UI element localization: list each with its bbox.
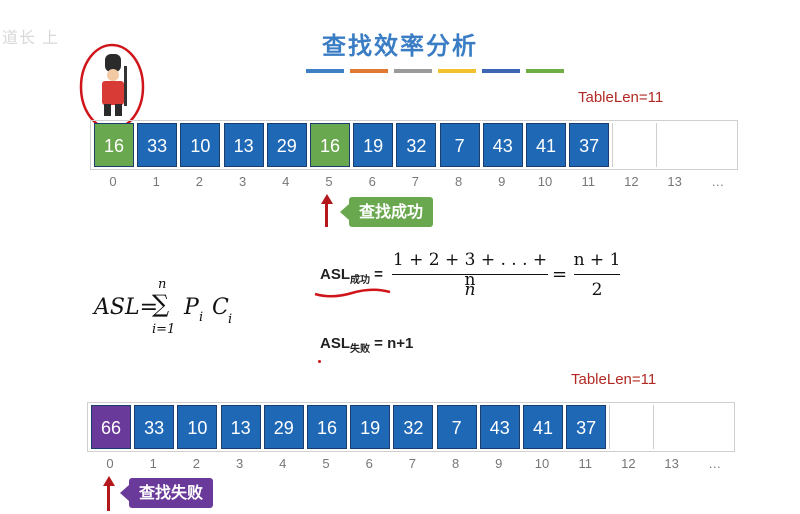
table-cell: 7	[439, 123, 480, 167]
table-cell: 10	[177, 405, 218, 449]
index-label: 7	[411, 174, 419, 189]
asl-success-formula: ASL成功 = 1 + 2 + 3 + . . . + n n = n + 1 …	[320, 250, 621, 300]
table-cell: 13	[223, 123, 264, 167]
index-label: 13	[664, 456, 679, 471]
watermark: 道长 上	[2, 28, 60, 47]
table-cell: 37	[566, 405, 607, 449]
table-cell: 43	[479, 405, 520, 449]
asl-general-formula: ASL= n ∑ i=1 P i C i	[94, 277, 233, 337]
table-cell: 13	[220, 405, 261, 449]
table-cell: 19	[350, 405, 391, 449]
index-label: 12	[621, 456, 636, 471]
table-cell: 37	[569, 123, 610, 167]
table-cell: 32	[396, 123, 437, 167]
index-label: 4	[279, 456, 287, 471]
table-cell: 16	[310, 123, 350, 167]
index-label: 3	[238, 174, 247, 189]
index-label: 6	[365, 456, 373, 471]
index-label: 11	[578, 456, 592, 471]
table-cell: 41	[523, 405, 563, 449]
fail-arrow-stem	[107, 485, 110, 511]
fail-arrow-head	[103, 476, 115, 486]
success-tag: 查找成功	[339, 197, 434, 227]
table-cell: 16	[307, 405, 347, 449]
index-label: 9	[495, 456, 503, 471]
empty-cell	[655, 123, 696, 167]
table-cell: 10	[180, 123, 221, 167]
table-cell: 19	[353, 123, 394, 167]
index-label: 10	[537, 174, 553, 189]
table-cell: 33	[134, 405, 175, 449]
page-title: 查找效率分析	[322, 32, 478, 60]
table-cell: 43	[482, 123, 523, 167]
index-label: 10	[534, 456, 550, 471]
index-label: 0	[106, 456, 114, 471]
color-bar-6	[526, 69, 564, 73]
color-bar-2	[350, 69, 388, 73]
success-arrow-stem	[325, 203, 328, 227]
table-cell: 16	[94, 123, 134, 167]
color-bar-5	[482, 69, 520, 73]
index-label: 7	[408, 456, 416, 471]
table-cell: 29	[266, 123, 307, 167]
index-label: …	[711, 174, 725, 189]
color-bar-4	[438, 69, 476, 73]
index-label: 1	[152, 174, 160, 189]
success-arrow-head	[321, 194, 333, 204]
asl-success-label: ASL成功 =	[320, 266, 383, 286]
guard-icon	[79, 43, 145, 131]
color-bar-1	[306, 69, 344, 73]
empty-cell	[612, 123, 652, 167]
index-label: 1	[149, 456, 157, 471]
table-cell: 33	[137, 123, 178, 167]
table-cell: 7	[436, 405, 477, 449]
table-cell: 29	[263, 405, 304, 449]
bottom-table-len: TableLen=11	[571, 371, 657, 388]
index-label: 8	[451, 456, 460, 471]
top-table-len: TableLen=11	[578, 89, 664, 106]
index-label: 9	[498, 174, 506, 189]
index-label: 11	[581, 174, 595, 189]
index-label: 5	[325, 174, 333, 189]
index-label: …	[708, 456, 722, 471]
table-cell: 66	[91, 405, 131, 449]
index-label: 6	[368, 174, 376, 189]
fail-tag: 查找失败	[119, 478, 214, 508]
color-bar-3	[394, 69, 432, 73]
red-dot	[318, 360, 321, 363]
index-label: 8	[454, 174, 463, 189]
empty-cell	[652, 405, 693, 449]
table-cell: 32	[393, 405, 434, 449]
empty-cell	[609, 405, 649, 449]
index-label: 13	[667, 174, 682, 189]
underline-mark	[314, 288, 391, 298]
index-label: 0	[109, 174, 117, 189]
index-label: 3	[235, 456, 244, 471]
index-label: 2	[195, 174, 203, 189]
index-label: 4	[282, 174, 290, 189]
table-cell: 41	[526, 123, 566, 167]
asl-fail-formula: ASL失败 = n+1	[320, 335, 414, 355]
index-label: 2	[192, 456, 200, 471]
index-label: 12	[624, 174, 639, 189]
index-label: 5	[322, 456, 330, 471]
